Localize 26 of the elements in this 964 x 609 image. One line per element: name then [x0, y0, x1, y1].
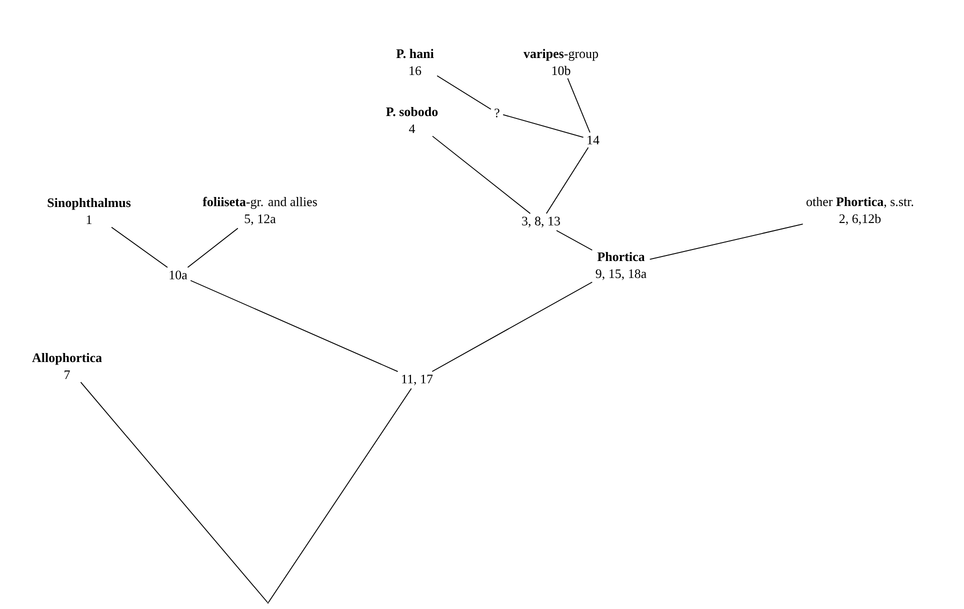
branch-line	[80, 382, 268, 603]
taxon-label: P. sobodo 4	[386, 106, 438, 133]
taxon-label: foliiseta-gr. and allies 5, 12a	[202, 196, 317, 226]
node-label: 3, 8, 13	[522, 216, 560, 228]
branch-line	[111, 226, 168, 268]
taxon-label: P. hani 16	[396, 48, 434, 76]
branch-line	[432, 136, 531, 214]
node-label: 14	[588, 136, 600, 144]
branch-line	[190, 280, 398, 372]
taxon-label: Phortica 9, 15, 18a	[596, 252, 646, 280]
branch-line	[432, 282, 593, 372]
taxon-label: other Phortica, s.str. 2, 6,12b	[806, 196, 914, 225]
node-label: ?	[494, 108, 500, 118]
taxon-label: Sinophthalmus 1	[48, 198, 131, 224]
node-label: 10a	[170, 270, 188, 280]
taxon-label: Allophortica 7	[32, 352, 102, 379]
node-label: 11, 17	[402, 374, 433, 386]
branch-line	[649, 224, 804, 260]
branch-line	[436, 75, 492, 110]
branch-line	[567, 78, 590, 133]
branch-line	[556, 230, 593, 251]
branch-line	[268, 388, 412, 603]
taxon-label: varipes-group 10b	[523, 48, 598, 76]
branch-line	[502, 114, 584, 138]
branch-line	[546, 147, 589, 214]
branch-line	[187, 228, 238, 268]
